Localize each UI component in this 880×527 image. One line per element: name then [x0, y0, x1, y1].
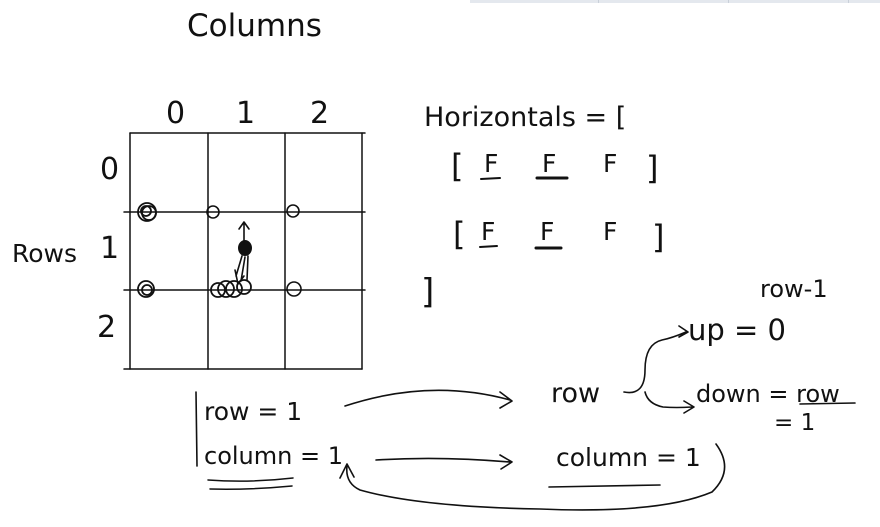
- column-expression-right: column = 1: [556, 443, 701, 472]
- horizontals-1-1: F: [540, 217, 554, 246]
- column-index-2: 2: [310, 96, 329, 131]
- column-index-0: 0: [166, 96, 185, 131]
- node-1-2: [286, 204, 300, 218]
- branch-brace: [623, 325, 695, 414]
- down-row-underline: [799, 402, 856, 405]
- up-note: row-1: [760, 275, 828, 303]
- node-scribble-2-0: [137, 280, 155, 298]
- intersection-marks: [137, 202, 302, 298]
- window-top-edge: [470, 0, 880, 3]
- node-scribble-1-0: [137, 202, 157, 222]
- svg-text:[: [: [451, 147, 463, 185]
- up-expression: up = 0: [688, 313, 786, 347]
- row-assignment: row = 1: [204, 397, 302, 426]
- down-note: = 1: [774, 410, 815, 436]
- horizontals-1-2: F: [603, 217, 617, 246]
- horizontals-header: Horizontals = [: [424, 102, 626, 133]
- horizontals-0-1: F: [542, 149, 556, 178]
- horizontals-row-1: [ F F F ]: [453, 215, 664, 256]
- node-2-2: [286, 281, 302, 297]
- row-index-2: 2: [97, 310, 116, 345]
- svg-text:]: ]: [646, 149, 658, 187]
- row-index-0: 0: [100, 152, 119, 187]
- horizontals-close: ]: [421, 272, 434, 312]
- variables-bracket: [195, 391, 198, 467]
- row-label-right: row: [551, 378, 600, 409]
- horizontals-1-0: F: [481, 217, 495, 246]
- svg-text:[: [: [453, 215, 465, 253]
- variables-block: row = 1 column = 1: [195, 391, 343, 490]
- horizontals-0-2: F: [603, 149, 617, 178]
- column-index-1: 1: [236, 96, 255, 131]
- column-arrow: [375, 454, 513, 470]
- filled-marker: [234, 221, 252, 285]
- column-underline: [207, 477, 294, 490]
- column-right-underline: [548, 484, 661, 488]
- column-loop-arrow: [339, 443, 726, 511]
- horizontals-row-0: [ F F F ]: [451, 147, 658, 187]
- node-1-1: [206, 205, 220, 219]
- rows-label: Rows: [12, 239, 77, 268]
- svg-text:]: ]: [652, 218, 664, 256]
- row-index-1: 1: [100, 231, 119, 266]
- column-assignment: column = 1: [204, 442, 343, 470]
- node-scribble-2-1: [210, 279, 252, 298]
- row-arrow: [344, 389, 513, 409]
- horizontals-0-0: F: [484, 149, 498, 178]
- title-columns: Columns: [187, 8, 322, 44]
- grid-3x3: [123, 132, 366, 370]
